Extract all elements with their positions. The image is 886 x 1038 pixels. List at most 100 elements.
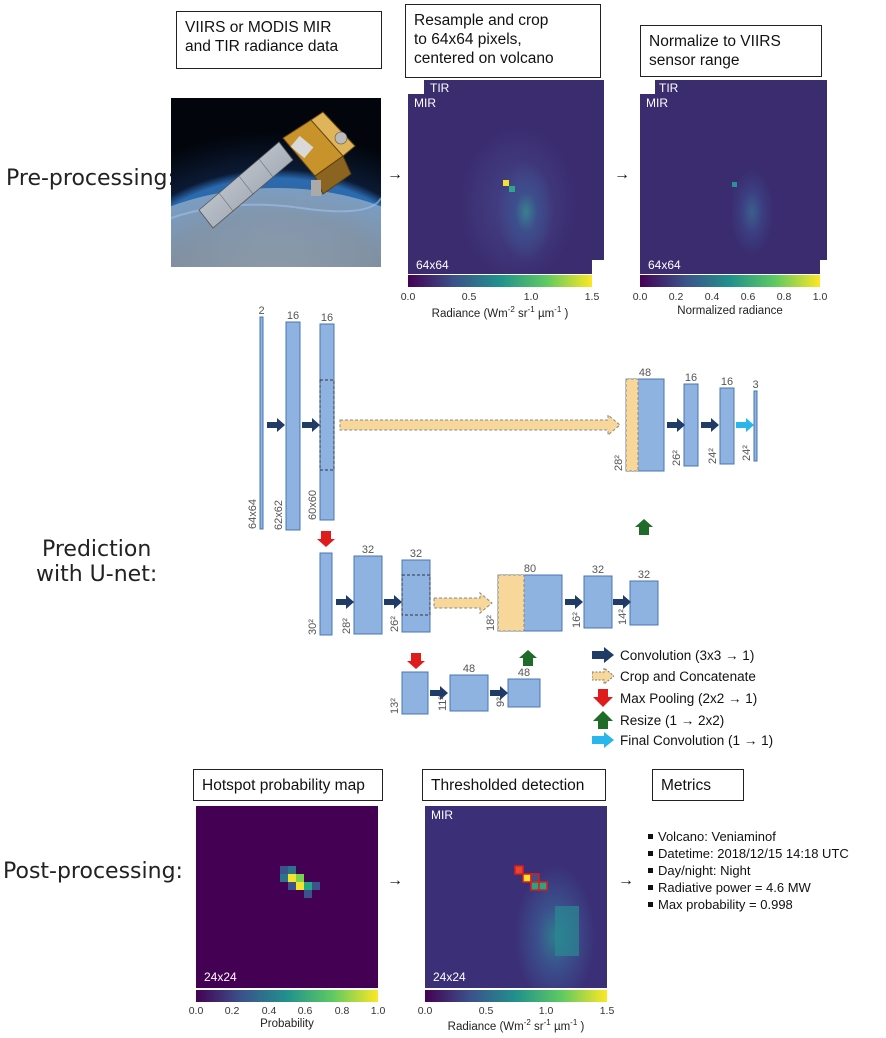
- cb2-tick: 0.2: [668, 291, 684, 303]
- crop-concat-arrow-icon: [592, 668, 614, 684]
- unet-size-label: 16²: [571, 612, 583, 628]
- resize-arrow-icon: [593, 711, 613, 729]
- unet-layer-block: [583, 575, 613, 629]
- unet-layer-block: [319, 323, 335, 521]
- legend-final: Final Convolution (1 → 1): [592, 732, 773, 748]
- unet-channel-label: 2: [258, 305, 264, 317]
- metric-radiative-power: Radiative power = 4.6 MW: [658, 880, 811, 895]
- cb4-title-sup: -1: [543, 1018, 551, 1027]
- cb3-tick: 0.4: [261, 1005, 277, 1017]
- cb4-title-a: Radiance (Wm: [447, 1020, 524, 1033]
- pre-box-input-line2: and TIR radiance data: [185, 38, 339, 55]
- unet-layer-block: [285, 321, 301, 531]
- conv-arrow: [430, 686, 448, 700]
- radiance-colorbar-post-title: Radiance (Wm-2 sr-1 µm-1 ): [425, 1018, 607, 1033]
- probability-pixels: [280, 866, 320, 898]
- pre-arrow-1: →: [387, 166, 403, 183]
- postprocessing-label: Post-processing:: [3, 859, 183, 884]
- panel-size-label-2: 64x64: [648, 258, 681, 272]
- crop-region: [401, 574, 431, 616]
- unet-layer-block: [353, 555, 383, 635]
- conv-arrow-icon: [592, 647, 614, 663]
- unet-channel-label: 16: [685, 372, 697, 384]
- probability-colorbar-title: Probability: [260, 1018, 314, 1030]
- cb4-title-sup: -2: [523, 1018, 531, 1027]
- conv-arrow: [336, 595, 354, 609]
- unet-size-label: 14²: [617, 609, 629, 625]
- unet-channel-label: 48: [463, 663, 475, 675]
- probability-map: 24x24: [196, 806, 378, 988]
- pre-box-resample-line2: to 64x64 pixels,: [414, 31, 522, 48]
- hotspot-pixel-2: [509, 186, 515, 192]
- post-box-metrics-label: Metrics: [661, 777, 711, 794]
- cb4-title-sup: -1: [570, 1018, 578, 1027]
- pre-box-normalize-line2: sensor range: [649, 52, 740, 69]
- post-box-probability-label: Hotspot probability map: [202, 777, 365, 794]
- legend-conv: Convolution (3x3 → 1): [592, 647, 754, 663]
- conv-arrow: [384, 595, 402, 609]
- prediction-label-line1: Prediction: [41, 537, 152, 562]
- mir-panel-normalized: MIR 64x64: [640, 94, 820, 274]
- unet-labels: 264x641662x621660x6030²3228²3226²13²4811…: [247, 305, 759, 714]
- conv-arrow: [667, 418, 685, 432]
- cb1-title-sup: -1: [527, 305, 535, 314]
- unet-size-label: 26²: [389, 616, 401, 632]
- cb4-tick: 1.0: [538, 1005, 554, 1017]
- cb4-title-d: ): [577, 1020, 585, 1033]
- prediction-label: Prediction with U-net:: [36, 537, 157, 587]
- post-box-threshold-label: Thresholded detection: [431, 777, 585, 794]
- hotspot-pixel: [503, 180, 509, 186]
- legend-crop-label: Crop and Concatenate: [620, 668, 756, 684]
- pre-box-normalize-line1: Normalize to VIIRS: [649, 33, 781, 50]
- unet-size-label: 28²: [341, 618, 353, 634]
- legend-conv-label: Convolution (3x3 → 1): [620, 647, 755, 663]
- cb3-tick: 0.2: [224, 1005, 240, 1017]
- pre-box-resample-line1: Resample and crop: [414, 12, 549, 29]
- unet-size-label: 30²: [307, 619, 319, 635]
- metric-item: Max probability = 0.998: [648, 896, 849, 913]
- preprocessing-label: Pre-processing:: [6, 166, 175, 191]
- unet-layer-block: [449, 674, 489, 712]
- post-arrow-1: →: [387, 872, 403, 889]
- normalized-colorbar: [640, 275, 820, 287]
- unet-channel-label: 16: [321, 312, 333, 324]
- cb2-tick: 0.0: [632, 291, 648, 303]
- crop-concat-arrow: [433, 591, 493, 615]
- pre-box-input-data: VIIRS or MODIS MIR and TIR radiance data: [176, 11, 382, 69]
- cb3-tick: 0.6: [297, 1005, 313, 1017]
- det-mir-label: MIR: [431, 808, 453, 822]
- hotspot-pixel-norm: [732, 182, 737, 187]
- cb3-tick: 0.0: [188, 1005, 204, 1017]
- final-conv-arrow-icon: [592, 732, 614, 748]
- cb3-tick: 0.8: [334, 1005, 350, 1017]
- cb1-tick: 0.0: [400, 291, 416, 303]
- unet-layer-block: [259, 316, 264, 530]
- cb1-tick: 0.5: [461, 291, 477, 303]
- metric-volcano: Volcano: Veniaminof: [658, 829, 776, 844]
- satellite-image: [171, 98, 381, 267]
- unet-channel-label: 16: [721, 376, 733, 388]
- legend-resize: Resize (1 → 2x2): [592, 711, 724, 729]
- tir-label-2: TIR: [659, 81, 679, 95]
- unet-size-label: 9²: [495, 697, 507, 707]
- cb2-tick: 1.0: [812, 291, 828, 303]
- unet-channel-label: 32: [592, 564, 604, 576]
- prediction-label-line2: with U-net:: [36, 562, 158, 587]
- unet-layer-block: [753, 390, 758, 462]
- metric-daynight: Day/night: Night: [658, 863, 751, 878]
- unet-layers: [259, 316, 758, 715]
- final-conv-arrow: [736, 418, 754, 432]
- unet-size-label: 62x62: [273, 500, 285, 530]
- legend-resize-label: Resize (1 → 2x2): [620, 712, 725, 728]
- cb1-title-sup: -1: [554, 305, 562, 314]
- unet-channel-label: 48: [639, 367, 651, 379]
- unet-size-label: 26²: [671, 450, 683, 466]
- cb2-tick: 0.4: [704, 291, 720, 303]
- concatenated-block: [497, 574, 525, 632]
- cb1-title-c: µm: [534, 307, 555, 320]
- cb4-tick: 0.5: [478, 1005, 494, 1017]
- radiance-colorbar-pre-title: Radiance (Wm-2 sr-1 µm-1 ): [408, 305, 592, 320]
- unet-size-label: 28²: [613, 455, 625, 471]
- resize-arrow: [635, 519, 653, 535]
- metrics-list: Volcano: Veniaminof Datetime: 2018/12/15…: [648, 828, 849, 913]
